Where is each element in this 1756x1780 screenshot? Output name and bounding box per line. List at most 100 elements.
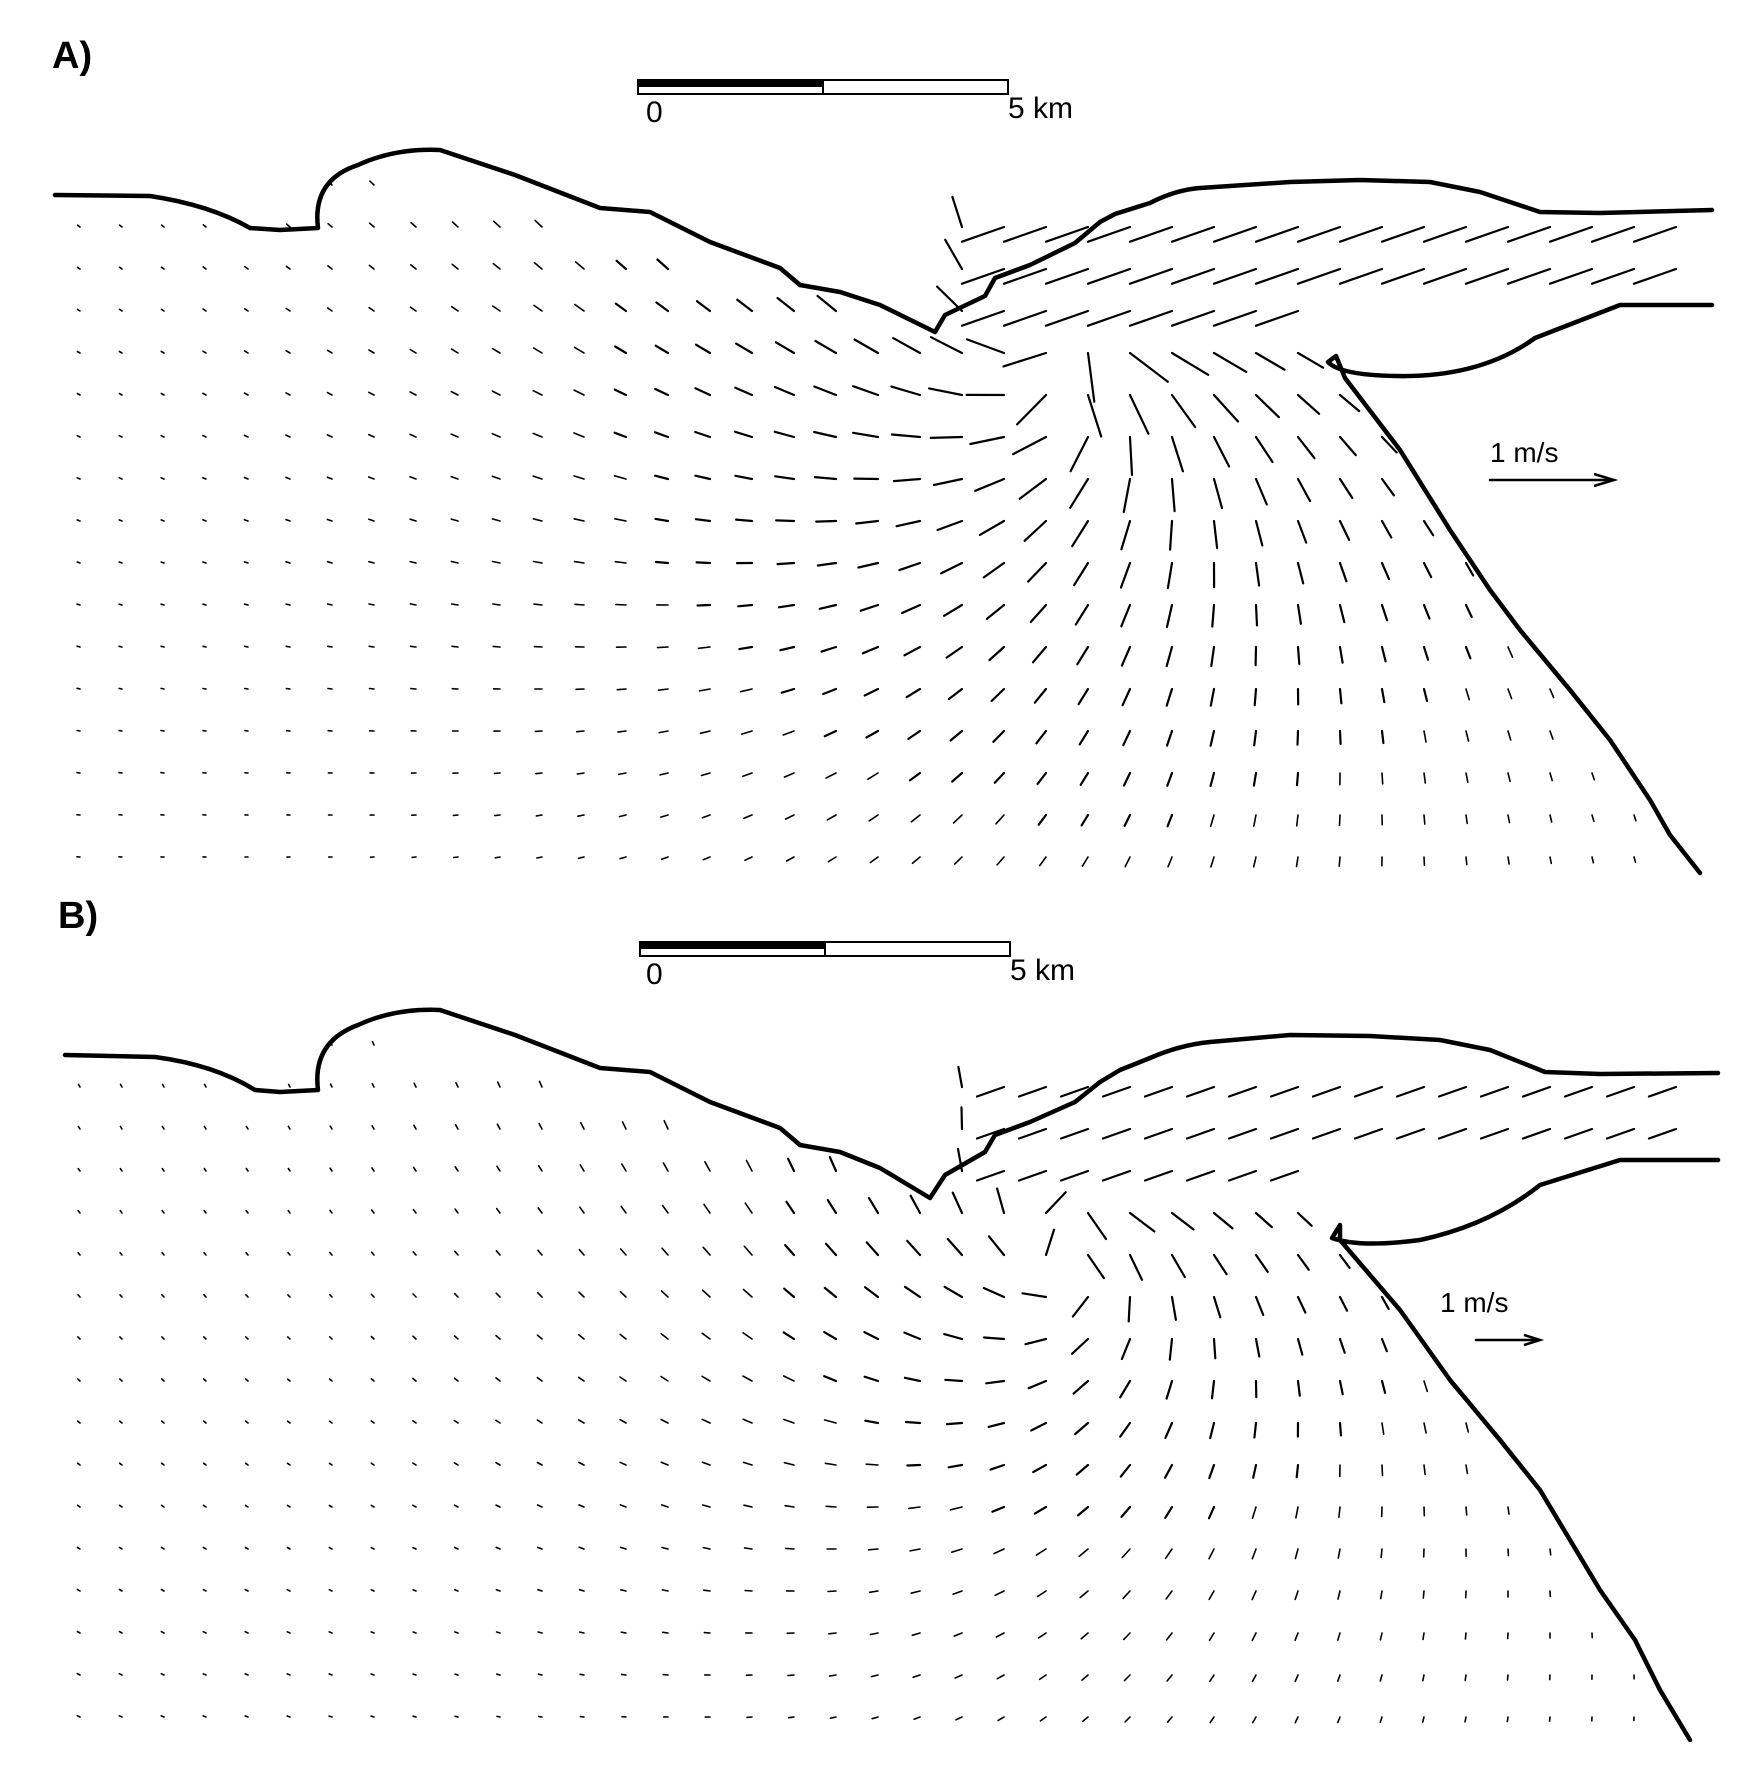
velocity-vector — [409, 391, 417, 396]
velocity-vector — [412, 1631, 417, 1634]
velocity-vector — [495, 1377, 501, 1382]
velocity-vector — [1311, 1085, 1342, 1098]
velocity-vector — [202, 1715, 207, 1718]
velocity-vector — [1208, 1632, 1215, 1642]
velocity-vector — [537, 1249, 543, 1256]
velocity-vector — [243, 603, 249, 606]
velocity-vector — [532, 475, 543, 480]
velocity-vector — [535, 772, 543, 775]
velocity-vector — [1395, 1127, 1426, 1140]
velocity-vector — [660, 856, 669, 861]
velocity-vector — [327, 222, 333, 228]
velocity-vector — [702, 1589, 711, 1592]
velocity-vector — [654, 344, 670, 355]
velocity-vector — [1166, 813, 1174, 828]
velocity-vector — [994, 1590, 1005, 1597]
velocity-vector — [982, 561, 1006, 579]
velocity-vector — [1253, 687, 1258, 707]
velocity-vector — [744, 1589, 753, 1592]
velocity-vector — [733, 430, 754, 439]
velocity-vector — [243, 476, 249, 480]
velocity-vector — [943, 1285, 964, 1299]
velocity-vector — [285, 307, 291, 312]
velocity-vector — [160, 1462, 165, 1466]
velocity-vector — [578, 1631, 585, 1634]
velocity-vector — [782, 730, 795, 736]
velocity-vector — [491, 518, 501, 522]
velocity-vector — [573, 560, 585, 564]
velocity-vector — [954, 1674, 963, 1679]
velocity-vector — [450, 603, 459, 606]
velocity-vector — [328, 1673, 333, 1676]
velocity-vector — [660, 1290, 669, 1298]
velocity-vector — [243, 350, 249, 354]
velocity-vector — [661, 1631, 669, 1634]
velocity-vector — [1465, 772, 1469, 784]
velocity-vector — [367, 476, 375, 480]
velocity-vector — [76, 1714, 81, 1718]
velocity-vector — [702, 856, 711, 861]
velocity-vector — [203, 1336, 207, 1340]
velocity-vector — [1120, 645, 1132, 667]
velocity-vector — [737, 603, 754, 608]
velocity-vector — [1121, 687, 1132, 707]
velocity-vector — [77, 1167, 81, 1172]
velocity-vector — [784, 1504, 795, 1508]
velocity-vector — [202, 603, 207, 606]
velocity-vector — [1465, 688, 1471, 701]
velocity-vector — [1212, 477, 1224, 510]
velocity-vector — [867, 1548, 879, 1551]
velocity-vector — [454, 1208, 459, 1214]
velocity-vector — [617, 772, 627, 776]
velocity-vector — [1296, 435, 1316, 460]
velocity-vector — [700, 772, 711, 777]
velocity-vector — [118, 1504, 123, 1508]
velocity-vector — [1422, 1590, 1425, 1599]
velocity-vector — [975, 1127, 1006, 1140]
velocity-vector — [160, 1588, 165, 1592]
velocity-vector — [450, 518, 459, 522]
velocity-vector — [409, 475, 417, 480]
velocity-vector — [538, 1080, 543, 1088]
velocity-vector — [742, 772, 753, 778]
velocity-vector — [1548, 225, 1594, 243]
velocity-vector — [903, 1331, 922, 1341]
velocity-vector — [1437, 1085, 1468, 1098]
velocity-vector — [244, 1673, 249, 1676]
velocity-vector — [76, 729, 81, 732]
velocity-vector — [903, 645, 922, 657]
velocity-vector — [452, 856, 459, 859]
velocity-vector — [1338, 1295, 1349, 1312]
velocity-vector — [1044, 1191, 1067, 1215]
velocity-vector — [823, 729, 838, 738]
velocity-vector — [1422, 519, 1435, 537]
velocity-vector — [613, 388, 628, 397]
velocity-vector — [574, 303, 585, 312]
velocity-vector — [736, 298, 754, 313]
velocity-vector — [658, 730, 669, 734]
velocity-vector — [952, 1590, 963, 1595]
velocity-vector — [243, 645, 249, 648]
velocity-vector — [1465, 1422, 1470, 1433]
velocity-vector — [451, 645, 459, 648]
velocity-vector — [119, 1294, 123, 1298]
velocity-vector — [77, 1336, 81, 1340]
velocity-vector — [1465, 1464, 1469, 1475]
velocity-vector — [952, 814, 963, 824]
velocity-vector — [119, 1251, 123, 1256]
velocity-vector — [76, 392, 81, 396]
velocity-vector — [982, 1286, 1006, 1299]
velocity-vector — [202, 1462, 207, 1466]
velocity-vector — [326, 560, 333, 564]
velocity-vector — [370, 1546, 375, 1550]
velocity-vector — [495, 1631, 501, 1634]
velocity-vector — [496, 1715, 501, 1718]
velocity-vector — [496, 1081, 501, 1088]
velocity-vector — [1380, 561, 1391, 581]
velocity-vector — [932, 477, 964, 487]
velocity-vector — [1072, 1379, 1090, 1395]
velocity-vector — [160, 1546, 165, 1550]
velocity-vector — [409, 348, 417, 354]
velocity-vector — [1254, 435, 1274, 464]
velocity-vector — [76, 1546, 81, 1550]
